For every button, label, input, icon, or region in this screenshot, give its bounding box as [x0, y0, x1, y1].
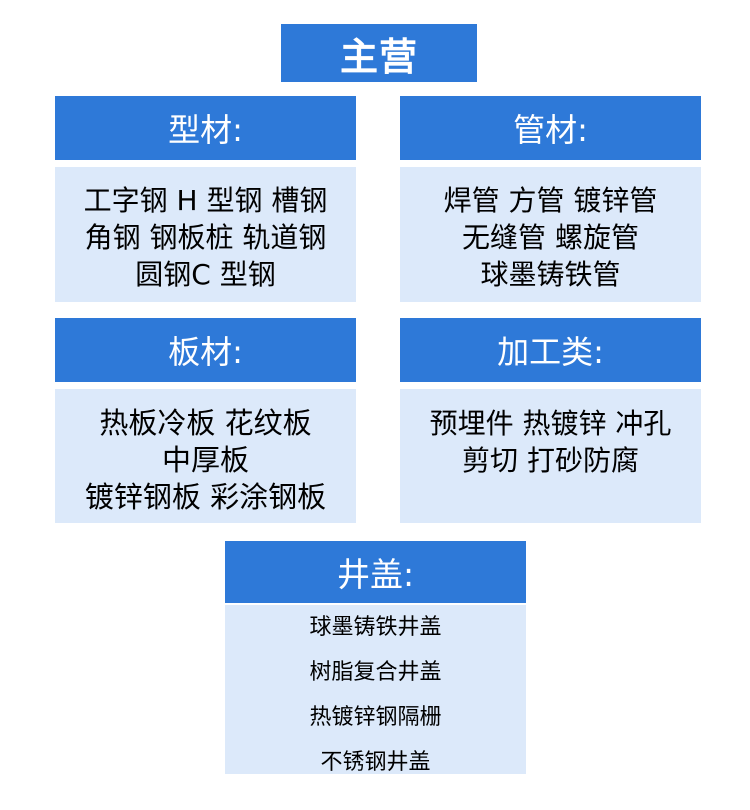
card-header: 加工类: [400, 318, 701, 382]
card-line: 预埋件 热镀锌 冲孔 [429, 407, 672, 440]
card-header: 型材: [55, 96, 356, 160]
card-header: 板材: [55, 318, 356, 382]
card-line: 工字钢 H 型钢 槽钢 [83, 184, 328, 217]
card-line: 无缝管 螺旋管 [462, 221, 639, 254]
card-line: 热镀锌钢隔栅 [309, 705, 442, 730]
card-plates: 板材: 热板冷板 花纹板 中厚板 镀锌钢板 彩涂钢板 [55, 318, 356, 523]
card-line: 热板冷板 花纹板 [99, 406, 312, 440]
card-body: 热板冷板 花纹板 中厚板 镀锌钢板 彩涂钢板 [55, 389, 356, 523]
card-header: 井盖: [225, 541, 526, 603]
card-body: 预埋件 热镀锌 冲孔 剪切 打砂防腐 [400, 389, 701, 523]
card-line: 不锈钢井盖 [320, 750, 431, 775]
card-line: 中厚板 [161, 443, 249, 477]
card-line: 剪切 打砂防腐 [462, 444, 639, 477]
card-body: 焊管 方管 镀锌管 无缝管 螺旋管 球墨铸铁管 [400, 167, 701, 302]
card-line: 树脂复合井盖 [309, 660, 442, 685]
card-line: 焊管 方管 镀锌管 [443, 184, 658, 217]
card-line: 球墨铸铁管 [480, 258, 621, 291]
card-line: 镀锌钢板 彩涂钢板 [84, 480, 327, 514]
card-line: 角钢 钢板桩 轨道钢 [84, 221, 327, 254]
card-body: 工字钢 H 型钢 槽钢 角钢 钢板桩 轨道钢 圆钢C 型钢 [55, 167, 356, 302]
card-line: 圆钢C 型钢 [135, 258, 276, 291]
page-title: 主营 [281, 24, 477, 82]
card-line: 球墨铸铁井盖 [309, 615, 442, 640]
card-pipes: 管材: 焊管 方管 镀锌管 无缝管 螺旋管 球墨铸铁管 [400, 96, 701, 302]
card-header: 管材: [400, 96, 701, 160]
card-profiles: 型材: 工字钢 H 型钢 槽钢 角钢 钢板桩 轨道钢 圆钢C 型钢 [55, 96, 356, 302]
card-body: 球墨铸铁井盖 树脂复合井盖 热镀锌钢隔栅 不锈钢井盖 [225, 605, 526, 775]
card-processing: 加工类: 预埋件 热镀锌 冲孔 剪切 打砂防腐 [400, 318, 701, 523]
card-manhole-covers: 井盖: 球墨铸铁井盖 树脂复合井盖 热镀锌钢隔栅 不锈钢井盖 [225, 541, 526, 775]
